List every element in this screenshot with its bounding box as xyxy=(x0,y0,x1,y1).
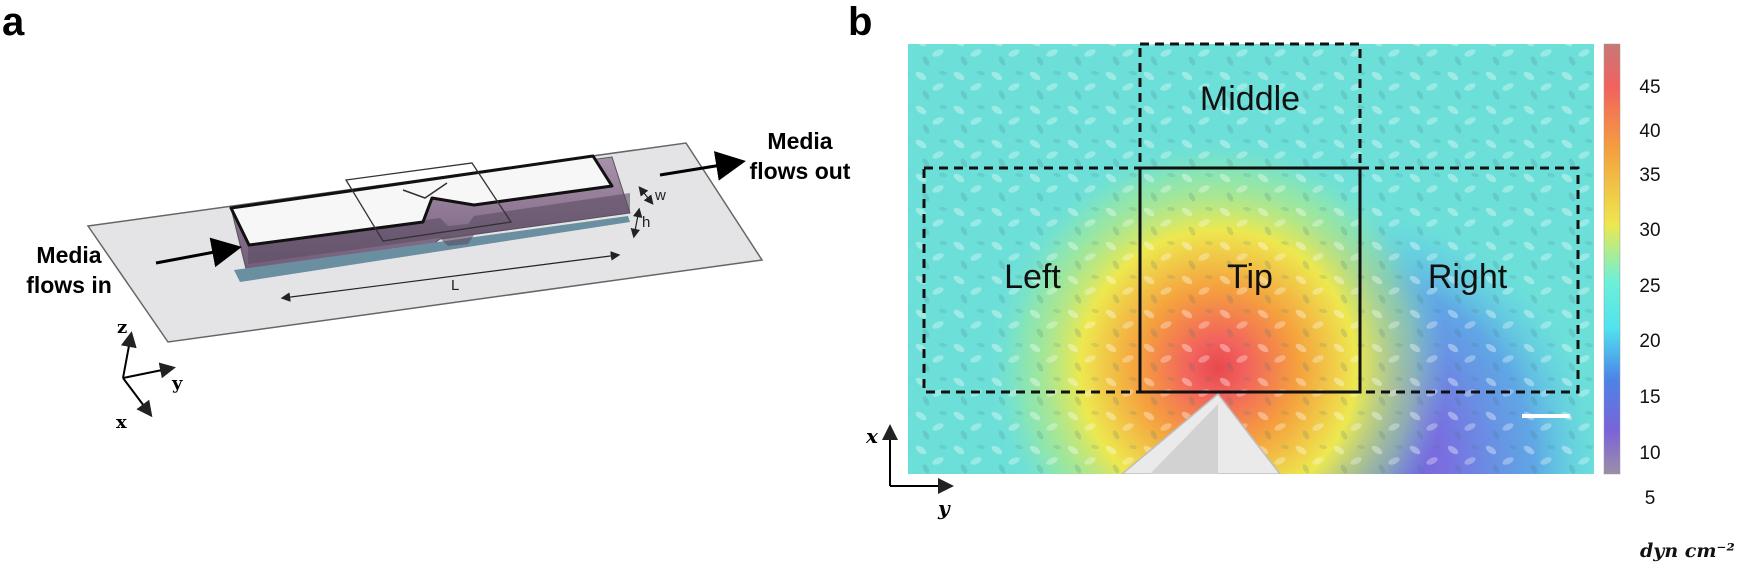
outflow-label: Media flows out xyxy=(740,126,860,186)
colorbar-tick-label: 45 xyxy=(1639,77,1661,98)
colorbar-tick-label: 30 xyxy=(1639,220,1661,241)
colorbar-tick-label: 10 xyxy=(1639,443,1661,464)
inflow-arrow xyxy=(155,237,242,268)
outflow-label-line2: flows out xyxy=(749,158,851,184)
axis-b-y-label: y xyxy=(938,496,950,520)
axis-y-label: y xyxy=(172,373,183,394)
axis-x-arrow xyxy=(122,377,153,418)
colorbar-tick-label: 40 xyxy=(1639,121,1661,142)
axis-x-label: x xyxy=(116,412,127,433)
colorbar-tick-label: 5 xyxy=(1644,488,1656,509)
colorbar-tick-label: 20 xyxy=(1639,331,1661,352)
axis-b-x-label: x xyxy=(866,424,878,448)
channel-top xyxy=(229,154,614,247)
colorbar-unit-label: dyn cm⁻² xyxy=(1640,540,1735,562)
colorbar xyxy=(1603,43,1621,475)
panel-label-a: a xyxy=(2,0,25,44)
dimension-length-label: L xyxy=(451,277,460,294)
region-left-box xyxy=(922,166,1142,394)
inflow-label-line2: flows in xyxy=(26,272,112,298)
axis-z-label: z xyxy=(117,317,128,338)
axis-z-arrow xyxy=(120,331,137,379)
device-schematic xyxy=(86,142,764,418)
axis-y-arrow xyxy=(122,362,176,379)
dimension-width-arrow xyxy=(638,186,654,205)
dimension-length-arrow xyxy=(280,251,621,302)
colorbar-tick-label: 15 xyxy=(1639,387,1661,408)
inflow-label: Media flows in xyxy=(14,240,124,300)
outflow-arrow xyxy=(659,151,746,181)
colorbar-tick-label: 35 xyxy=(1639,165,1661,186)
region-right-label: Right xyxy=(1427,258,1508,296)
region-right-box xyxy=(1358,166,1580,394)
dimension-height-arrow xyxy=(630,207,643,239)
zoom-window-outline xyxy=(344,162,513,242)
channel-front-face xyxy=(248,193,630,264)
colorbar-tick-label: 25 xyxy=(1639,276,1661,297)
outflow-label-line1: Media xyxy=(767,128,833,154)
panel-label-b: b xyxy=(848,0,873,44)
region-left-label: Left xyxy=(1004,258,1061,296)
dimension-width-label: w xyxy=(655,187,666,204)
inflow-label-line1: Media xyxy=(36,242,102,268)
region-middle-label: Middle xyxy=(1199,80,1301,118)
channel-notch xyxy=(402,182,448,199)
dimension-height-label: h xyxy=(642,214,651,231)
heatmap-image xyxy=(908,44,1594,474)
region-tip-label: Tip xyxy=(1227,258,1273,296)
